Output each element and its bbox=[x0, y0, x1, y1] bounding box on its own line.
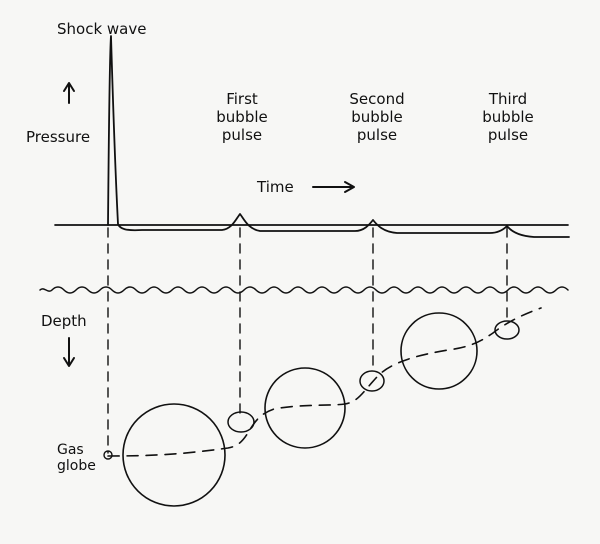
third-bubble-pulse-label: Third bubble pulse bbox=[482, 90, 534, 144]
water-surface-wave bbox=[39, 286, 569, 294]
gas-globe-label: Gas globe bbox=[57, 442, 96, 474]
pressure-trace bbox=[107, 35, 570, 238]
third-large-bubble bbox=[400, 312, 478, 390]
time-label: Time bbox=[257, 178, 294, 196]
second-large-bubble bbox=[264, 367, 346, 449]
large-bubble bbox=[122, 403, 226, 507]
depth-arrowhead bbox=[63, 357, 75, 367]
third-small-bubble bbox=[494, 320, 520, 340]
depth-label: Depth bbox=[41, 312, 87, 330]
first-bubble-pulse-label: First bubble pulse bbox=[216, 90, 268, 144]
first-small-bubble bbox=[227, 411, 255, 433]
shock-wave-label: Shock wave bbox=[57, 20, 147, 38]
gas-globe-marker bbox=[103, 450, 113, 460]
second-small-bubble bbox=[359, 370, 385, 392]
second-bubble-pulse-label: Second bubble pulse bbox=[349, 90, 405, 144]
bubble-migration-path bbox=[107, 307, 542, 457]
time-arrowhead bbox=[344, 181, 355, 193]
pressure-label: Pressure bbox=[26, 128, 91, 146]
pressure-arrowhead bbox=[63, 82, 75, 92]
